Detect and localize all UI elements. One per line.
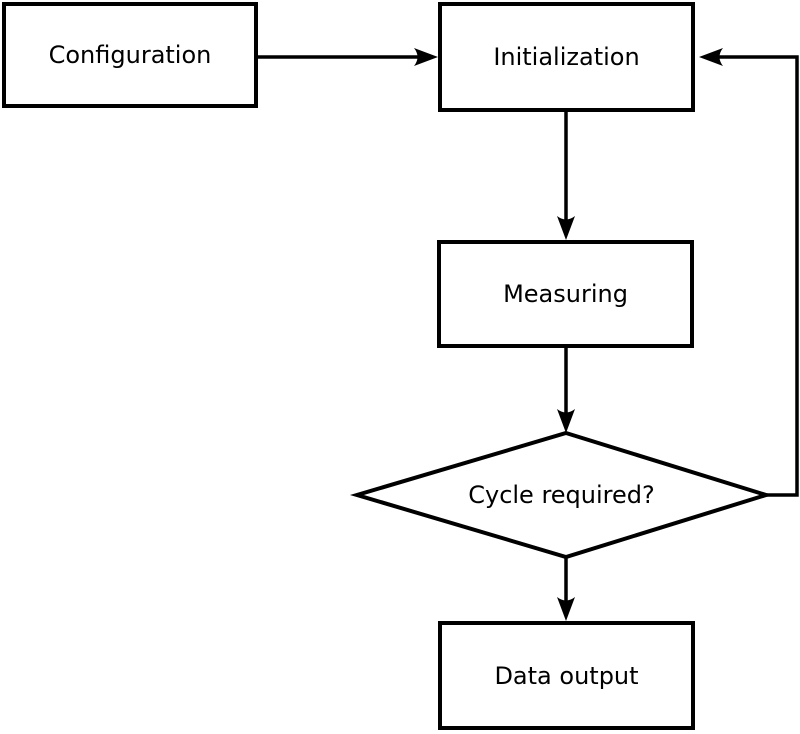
edge-decision-feedback-to-initialization xyxy=(719,55,799,497)
node-initialization: Initialization xyxy=(438,2,695,112)
arrowhead-into-measuring xyxy=(557,216,575,240)
node-data-output-label: Data output xyxy=(494,661,639,690)
arrowhead-into-initialization-right xyxy=(699,48,723,66)
node-initialization-label: Initialization xyxy=(493,43,640,71)
node-configuration-label: Configuration xyxy=(48,41,212,69)
arrowhead-into-data-output xyxy=(557,597,575,621)
arrowhead-into-initialization-left xyxy=(414,48,438,66)
node-configuration: Configuration xyxy=(2,2,258,108)
node-data-output: Data output xyxy=(438,621,695,730)
arrowhead-into-decision xyxy=(557,409,575,433)
decision-diamond-shape xyxy=(349,430,773,560)
node-measuring-label: Measuring xyxy=(503,280,628,308)
node-measuring: Measuring xyxy=(437,240,694,348)
